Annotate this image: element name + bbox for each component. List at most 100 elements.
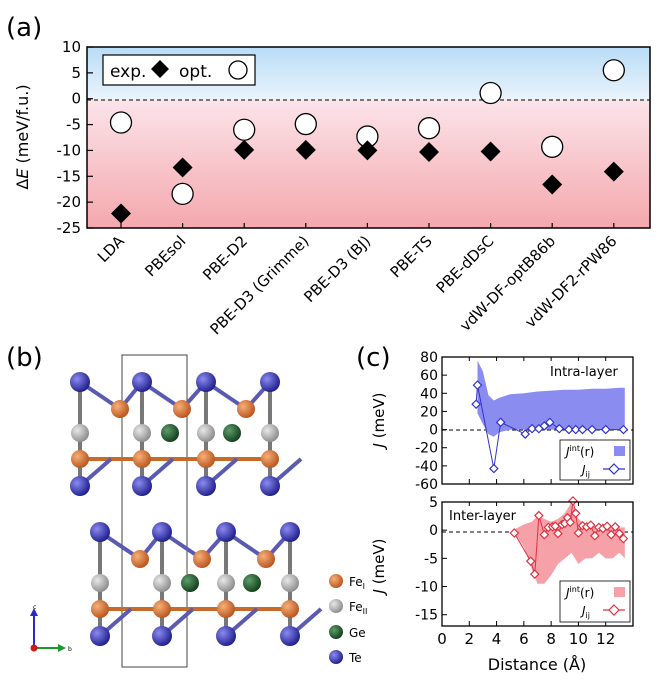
y-axis-label-unit: (meV): [370, 538, 388, 589]
x-category-label: PBEsol: [141, 232, 189, 280]
legend-line-var: J: [580, 604, 586, 618]
x-tick-label: 10: [569, 630, 588, 648]
legend-te-atom: [329, 650, 343, 664]
plot-frame: [86, 46, 651, 229]
jij-point: [568, 496, 578, 506]
x-tick-label: 2: [465, 630, 475, 648]
opt-point: [294, 112, 317, 136]
te-atom: [70, 476, 90, 496]
legend-fe2-atom: [329, 599, 343, 613]
x-category-label: PBE-D2: [199, 232, 251, 284]
legend-line-sub: ij: [586, 611, 590, 620]
te-atom: [216, 626, 236, 646]
fe1-atom: [131, 550, 149, 568]
fe1-atom: [71, 450, 89, 468]
te-atom: [152, 522, 172, 542]
legend-fe1-text: Fe: [349, 575, 363, 589]
exp-point: [172, 157, 193, 178]
y-tick-label: 80: [420, 350, 438, 366]
fe1-atom: [91, 600, 109, 618]
y-tick-label: 0: [71, 90, 81, 108]
fe1-atom: [257, 550, 275, 568]
y-axis-label: ΔE (meV/f.u.): [13, 84, 32, 189]
te-atom: [260, 372, 280, 392]
y-tick-label: 5: [429, 495, 438, 511]
legend: Jint(r) Jij: [559, 580, 631, 623]
fe2-atom: [133, 424, 151, 442]
legend: exp. opt.: [102, 54, 256, 86]
panel-label-b: (b): [6, 343, 43, 373]
legend-exp-label: exp.: [110, 62, 146, 82]
te-atom: [90, 522, 110, 542]
y-axis-label-var: E: [13, 168, 32, 179]
jij-point: [577, 424, 588, 435]
y-tick-label: 20: [420, 404, 438, 420]
axes-orientation-icon: c b: [30, 604, 72, 653]
y-tick-label: 40: [420, 386, 438, 402]
b-axis-arrowhead-icon: [58, 644, 66, 652]
panel-label-a: (a): [6, 13, 42, 43]
data-points: [109, 59, 625, 224]
exp-point: [480, 141, 501, 162]
jij-point: [614, 528, 625, 539]
jij-point: [602, 521, 612, 532]
y-tick-label: -20: [415, 441, 438, 457]
x-category-label: PBE-dDsC: [433, 232, 498, 297]
fe2-atom: [153, 574, 171, 592]
legend-line-sub: ij: [586, 470, 590, 479]
legend-area-arg: (r): [580, 586, 594, 600]
y-tick-label: 0: [429, 523, 438, 539]
legend-opt-label: opt.: [179, 62, 212, 82]
fe1-atom: [217, 600, 235, 618]
legend-area-label: Jint(r): [564, 444, 594, 459]
y-axis-label-delta: Δ: [13, 179, 32, 190]
y-tick-label: 60: [420, 368, 438, 384]
legend-area-sup: int: [570, 585, 580, 594]
fe1-atom: [237, 400, 255, 418]
te-atom: [132, 476, 152, 496]
jij-point: [488, 463, 499, 474]
x-category-label: PBE-TS: [387, 232, 436, 281]
opt-point: [109, 111, 133, 134]
legend: Jint(r) Jij: [559, 439, 631, 481]
plot-frame: [441, 356, 634, 485]
jij-point: [471, 399, 481, 410]
jij-point: [539, 421, 550, 431]
te-atom: [260, 476, 280, 496]
y-tick-label: -20: [57, 193, 82, 211]
legend-area-sup: int: [570, 444, 580, 453]
legend-line-var: J: [580, 463, 586, 477]
te-atom: [90, 626, 110, 646]
jij-point: [554, 423, 565, 434]
x-tick-label: 12: [596, 630, 615, 648]
jij-point: [539, 529, 550, 540]
y-tick-label: 10: [62, 38, 81, 56]
c-axis-arrowhead-icon: [30, 608, 38, 616]
origin-dot-icon: [30, 644, 38, 652]
x-tick-label: 0: [437, 630, 447, 648]
legend-fe2-text: Fe: [349, 600, 363, 614]
atoms: [70, 372, 300, 646]
y-axis-label-var: J: [370, 443, 388, 450]
jij-point: [525, 556, 536, 567]
y-tick-label: -5: [66, 116, 81, 134]
fe2-atom: [71, 424, 89, 442]
opt-point: [171, 182, 194, 206]
exp-point: [295, 139, 316, 160]
legend-area-label: Jint(r): [564, 585, 594, 600]
annotation-inter-layer: Inter-layer: [449, 509, 517, 524]
legend-line-diamond-icon: [608, 604, 620, 616]
fe1-atom: [153, 600, 171, 618]
legend-ge-atom: [329, 625, 343, 639]
exp-point: [419, 141, 439, 162]
ge-atom: [161, 424, 179, 442]
exp-point: [234, 139, 255, 160]
bonds: [78, 380, 323, 638]
fe1-atom: [281, 600, 299, 618]
jij-point: [472, 380, 483, 390]
fe1-atom: [197, 450, 215, 468]
legend-fe1-atom: [329, 574, 343, 588]
te-atom: [70, 372, 90, 392]
